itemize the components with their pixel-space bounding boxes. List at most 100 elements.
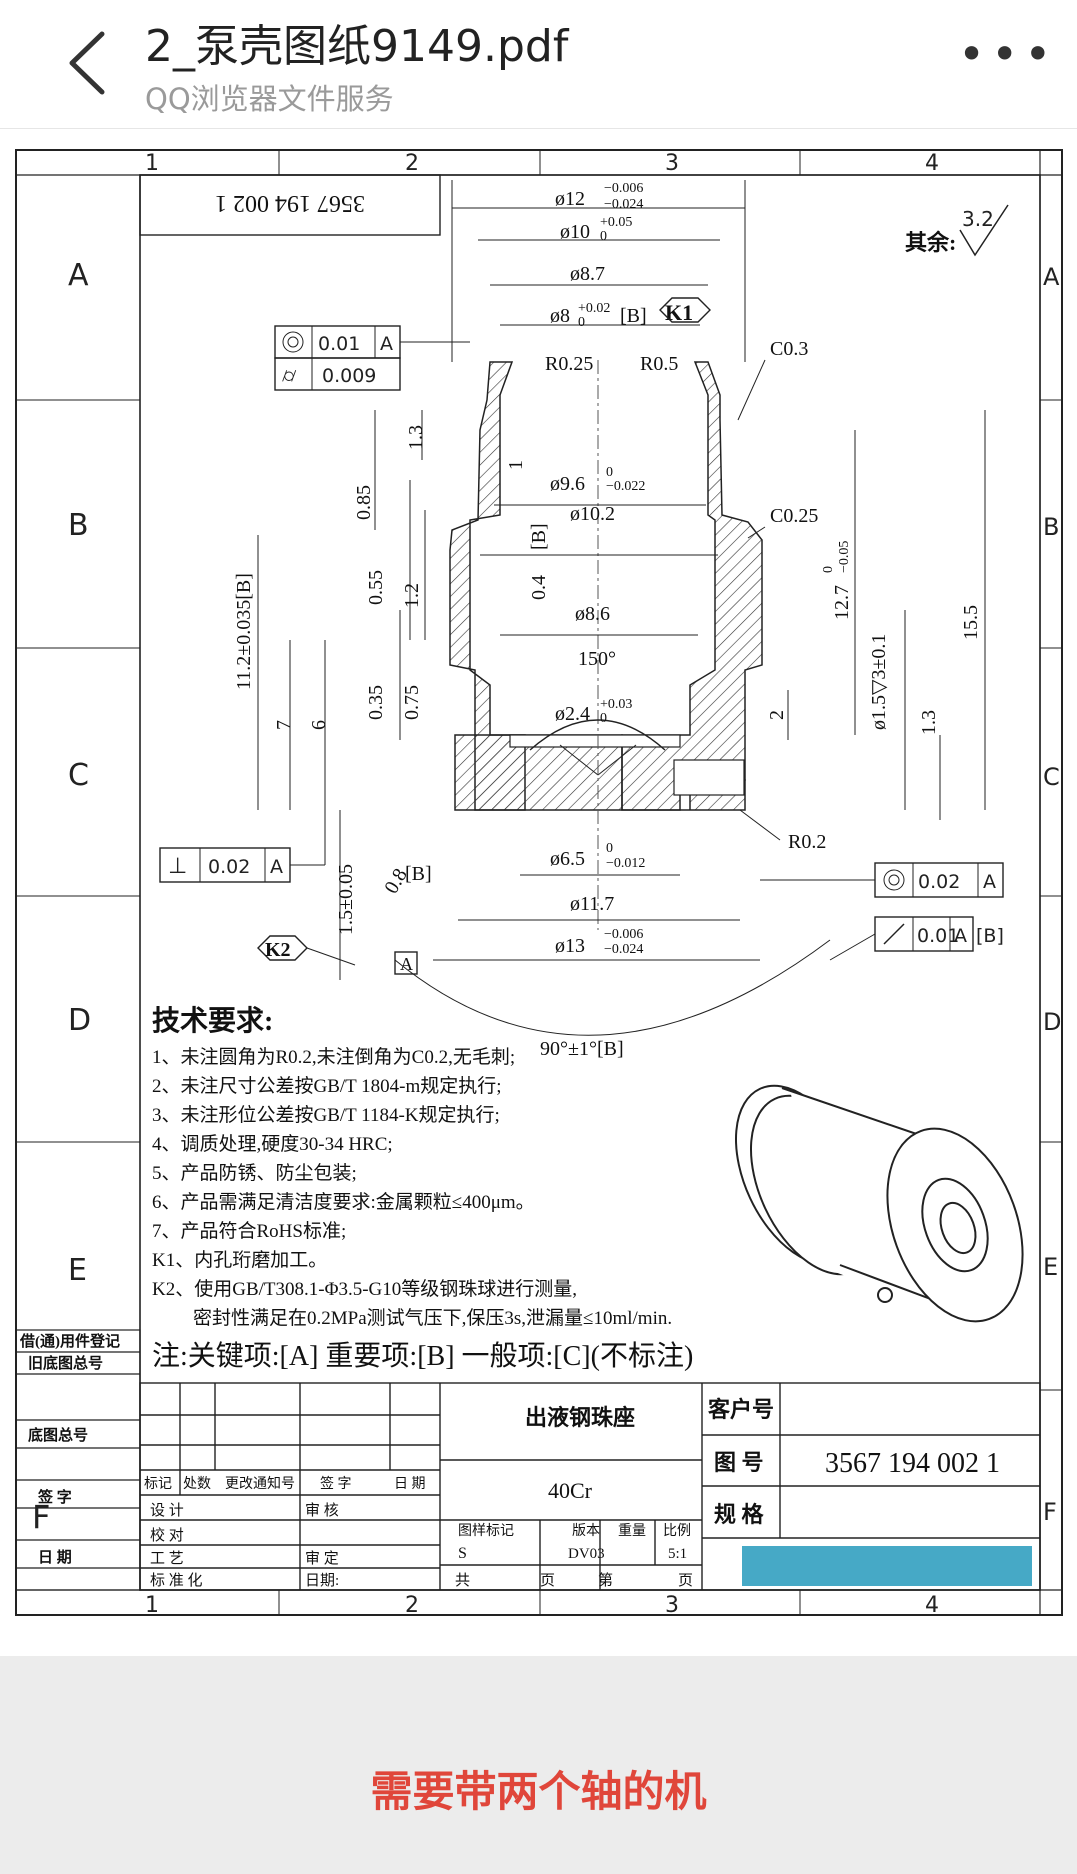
- svg-text:审 定: 审 定: [305, 1550, 339, 1567]
- page-title: 2_泵壳图纸9149.pdf: [145, 21, 569, 72]
- spec-label: 规 格: [714, 1502, 765, 1527]
- svg-text:A: A: [954, 925, 967, 947]
- dim-v1: 1: [505, 460, 527, 470]
- dim-d10: ø10: [560, 221, 590, 243]
- k1-marker: [659, 297, 711, 323]
- dim-v08-ref: [B]: [405, 863, 432, 885]
- label-base: 底图总号: [28, 1426, 88, 1444]
- svg-text:审 核: 审 核: [305, 1502, 339, 1519]
- svg-text:页: 页: [540, 1573, 555, 1589]
- svg-text:标 准 化: 标 准 化: [150, 1572, 203, 1589]
- dim-v15: 1.5±0.05: [335, 864, 357, 935]
- row-label: A: [68, 258, 89, 293]
- tech-line: 7、产品符合RoHS标准;: [152, 1220, 346, 1242]
- engineering-drawing: 1 2 3 4 1 2 3 4 A B C D E A B C D E F 35…: [15, 149, 1063, 1618]
- dim-d24-tol-up: +0.03: [600, 697, 632, 712]
- gdt-frame-concentricity-right: 0.02 A: [874, 862, 1004, 898]
- app-header: 2_泵壳图纸9149.pdf QQ浏览器文件服务 •••: [0, 0, 1077, 129]
- svg-text:处数: 处数: [183, 1476, 211, 1492]
- col-label: 2: [405, 1593, 419, 1618]
- dim-d8-ref: [B]: [620, 305, 647, 327]
- dim-d13: ø13: [555, 935, 585, 957]
- tech-line: 6、产品需满足清洁度要求:金属颗粒≤400μm。: [152, 1191, 535, 1213]
- svg-text:日 期: 日 期: [394, 1476, 426, 1492]
- dim-c025: C0.25: [770, 505, 818, 527]
- dim-d96-tol-lo: −0.022: [606, 479, 645, 494]
- dim-d65-tol-up: 0: [606, 841, 613, 856]
- tech-line: 5、产品防锈、防尘包装;: [152, 1162, 357, 1184]
- dim-v035: 0.35: [365, 685, 387, 720]
- customer-label: 客户号: [708, 1397, 774, 1422]
- svg-text:校 对: 校 对: [150, 1527, 184, 1544]
- row-label: D: [68, 1003, 91, 1038]
- tech-line: 1、未注圆角为R0.2,未注倒角为C0.2,无毛刺;: [152, 1046, 515, 1068]
- dim-v112: 11.2±0.035[B]: [233, 573, 255, 690]
- col-label: 4: [925, 151, 939, 176]
- svg-text:A: A: [270, 856, 283, 878]
- more-button[interactable]: •••: [958, 31, 1051, 77]
- svg-text:设 计: 设 计: [150, 1502, 184, 1519]
- tech-line: K1、内孔珩磨加工。: [152, 1249, 327, 1271]
- tech-line: 密封性满足在0.2MPa测试气压下,保压3s,泄漏量≤10ml/min.: [193, 1307, 672, 1329]
- dim-c03: C0.3: [770, 338, 808, 360]
- dim-d86: ø8.6: [575, 603, 610, 625]
- bottom-area: 需要带两个轴的机: [0, 1656, 1077, 1874]
- dim-v2: 2: [766, 710, 788, 720]
- drawing-no: 3567 194 002 1: [825, 1448, 1000, 1479]
- dim-v075: 0.75: [401, 685, 423, 720]
- dim-d24: ø2.4: [555, 703, 590, 725]
- dim-d96-tol-up: 0: [606, 465, 613, 480]
- dim-d8-tol-up: +0.02: [578, 301, 610, 316]
- svg-text:[B]: [B]: [976, 925, 1004, 947]
- row-label: C: [1043, 763, 1060, 791]
- svg-text:⊥: ⊥: [168, 854, 187, 879]
- left-registration-table: [15, 1329, 141, 1591]
- col-label: 2: [405, 151, 419, 176]
- gdt-frame-cylindricity: ⌭ 0.009: [274, 357, 401, 391]
- dim-v155: 15.5: [960, 605, 982, 640]
- dim-r05: R0.5: [640, 353, 678, 375]
- svg-text:A: A: [983, 871, 996, 893]
- dim-v055: 0.55: [365, 570, 387, 605]
- dim-d8: ø8: [550, 305, 570, 327]
- datum-a-box: [394, 951, 418, 975]
- dim-v127: 12.7: [831, 585, 853, 620]
- pdf-page[interactable]: 1 2 3 4 1 2 3 4 A B C D E A B C D E F 35…: [0, 130, 1077, 1654]
- highlight-bar: [742, 1546, 1032, 1586]
- svg-text:版本: 版本: [572, 1523, 600, 1539]
- page-subtitle: QQ浏览器文件服务: [145, 82, 394, 116]
- row-label: D: [1043, 1008, 1061, 1036]
- row-label: B: [1043, 513, 1059, 541]
- part-name: 出液钢珠座: [525, 1405, 635, 1430]
- chevron-left-icon: [69, 31, 105, 95]
- dim-d102: ø10.2: [570, 503, 615, 525]
- svg-text:共: 共: [455, 1572, 470, 1589]
- gdt-frame-perpendicularity: ⊥ 0.02 A: [159, 847, 291, 883]
- row-label: F: [1043, 1498, 1057, 1526]
- tech-line: 3、未注形位公差按GB/T 1184-K规定执行;: [152, 1104, 500, 1126]
- dim-d12: ø12: [555, 188, 585, 210]
- svg-text:⌭: ⌭: [282, 363, 297, 387]
- roughness-icon: [959, 204, 1009, 257]
- part-number-flipped: 3567 194 002 1: [215, 190, 365, 216]
- svg-text:重量: 重量: [618, 1523, 646, 1539]
- svg-text:比例: 比例: [663, 1523, 691, 1539]
- dim-v15-hole: ø1.5▽3±0.1: [868, 634, 890, 730]
- material: 40Cr: [548, 1478, 593, 1503]
- dim-d96: ø9.6: [550, 473, 585, 495]
- svg-text:页: 页: [678, 1573, 693, 1589]
- drawing-frame: [15, 149, 1063, 1616]
- label-old: 旧底图总号: [28, 1354, 103, 1372]
- dim-d65-tol-lo: −0.012: [606, 856, 645, 871]
- part-3d-view: [734, 1084, 1024, 1323]
- roughness-label: 其余:: [905, 230, 956, 255]
- col-label: 3: [665, 151, 679, 176]
- svg-text:A: A: [380, 333, 393, 355]
- drawing-no-label: 图 号: [714, 1450, 764, 1475]
- dim-angle-90: 90°±1°[B]: [540, 1038, 624, 1060]
- back-button[interactable]: [62, 28, 122, 98]
- col-label: 3: [665, 1593, 679, 1618]
- roughness-value: 3.2: [962, 207, 994, 231]
- dim-d12-tol-lo: −0.024: [604, 197, 643, 212]
- dim-d13-tol-lo: −0.024: [604, 942, 643, 957]
